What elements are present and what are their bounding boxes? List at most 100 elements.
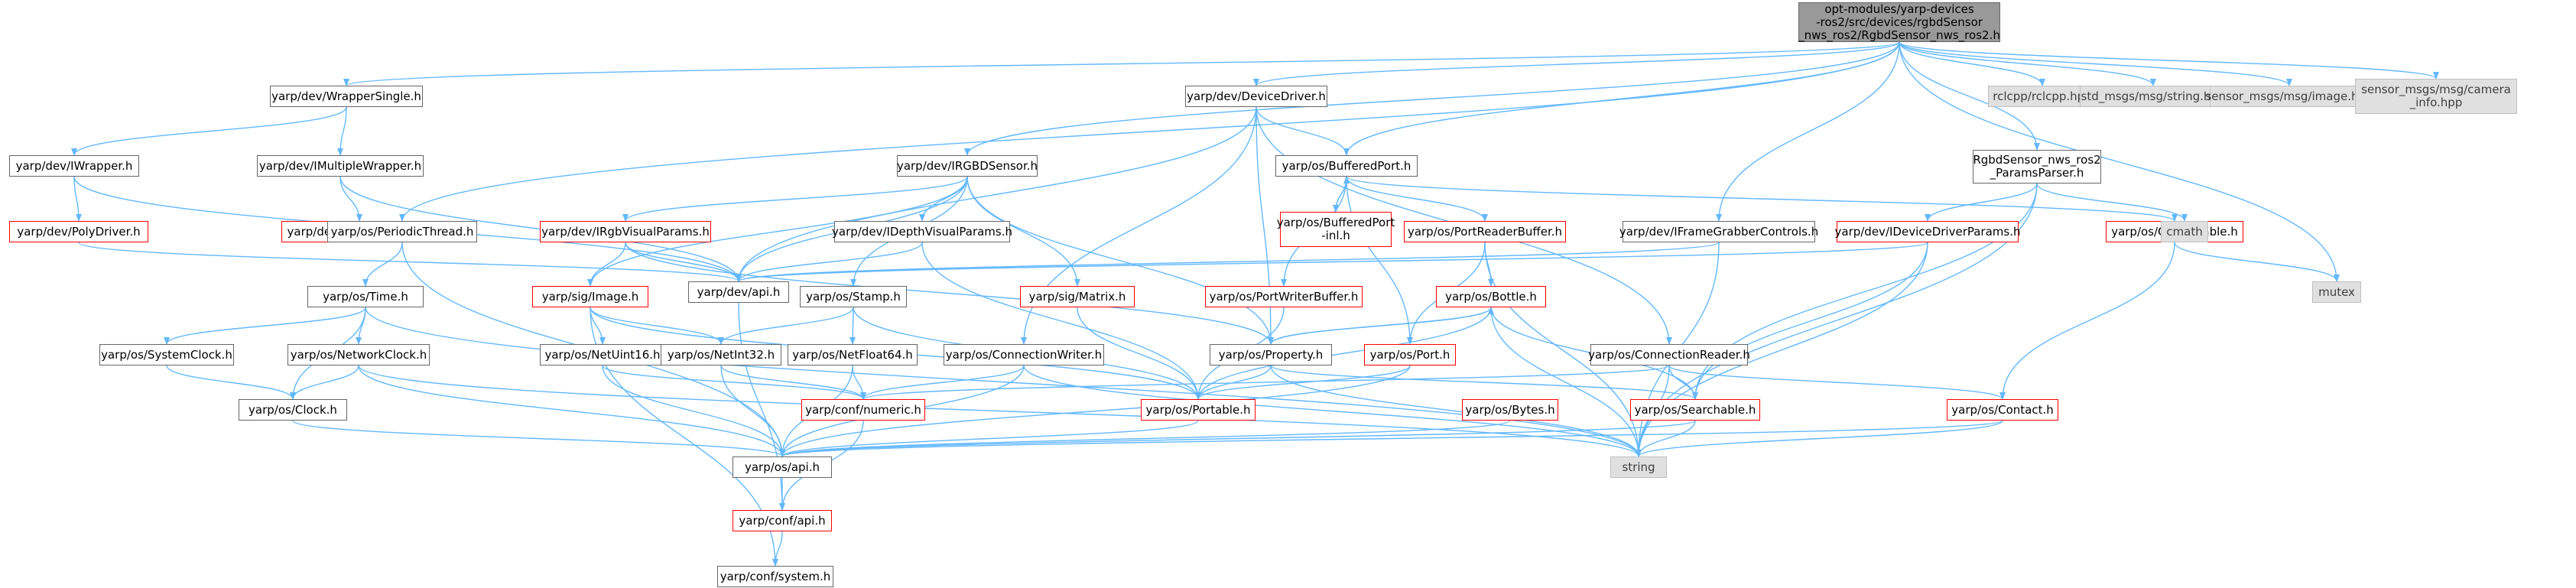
edge-irgbd-to-irgb_visual (622, 176, 968, 222)
edge-port-to-os_api (779, 365, 1411, 457)
edge-irgbd-to-sig_image (587, 176, 968, 287)
node-time[interactable]: yarp/os/Time.h (307, 286, 424, 307)
edge-root-to-wrapper_single (343, 41, 1900, 86)
node-poly-driver[interactable]: yarp/dev/PolyDriver.h (9, 221, 148, 242)
node-stamp[interactable]: yarp/os/Stamp.h (800, 286, 907, 307)
edge-contact-to-string (1636, 420, 2003, 457)
edge-root-to-irgbd (964, 41, 1900, 156)
node-sensor-msgs-image[interactable]: sensor_msgs/msg/image.hpp (2205, 86, 2373, 107)
node-buffered-port[interactable]: yarp/os/BufferedPort.h (1275, 155, 1418, 177)
edge-periodic-to-time (362, 242, 403, 287)
edge-root-to-iframe_grabber (1716, 41, 1900, 222)
node-net-uint16[interactable]: yarp/os/NetUint16.h (540, 344, 665, 365)
edge-root-to-rclcpp (1899, 41, 2045, 86)
edge-stamp-to-netint32 (718, 307, 854, 345)
node-contact[interactable]: yarp/os/Contact.h (1947, 399, 2058, 421)
edge-wrapper_single-to-imultiple (337, 106, 347, 156)
node-net-int32[interactable]: yarp/os/NetInt32.h (661, 344, 781, 365)
node-idevice-driver-params[interactable]: yarp/dev/IDeviceDriverParams.h (1835, 221, 2021, 242)
node-conf-system[interactable]: yarp/conf/system.h (717, 566, 833, 587)
edge-connection_writer-to-string (1023, 365, 1642, 457)
edge-params_parser-to-searchable (1692, 183, 2038, 400)
node-buffered-port-inl[interactable]: yarp/os/BufferedPort -inl.h (1277, 212, 1395, 247)
edge-buffered_inl-to-buffered_port (1335, 176, 1350, 213)
edge-netuint16-to-conf_numeric (602, 365, 866, 400)
edge-device_driver-to-property (1256, 106, 1274, 345)
edge-network_clock-to-string (358, 365, 1642, 457)
node-port-writer-buffer[interactable]: yarp/os/PortWriterBuffer.h (1205, 286, 1363, 307)
node-root-header[interactable]: opt-modules/yarp-devices -ros2/src/devic… (1798, 2, 2000, 42)
node-iwrapper[interactable]: yarp/dev/IWrapper.h (9, 155, 139, 177)
edge-connection_reader-to-conf_numeric (860, 365, 1670, 400)
edge-port-to-portable (1195, 365, 1411, 400)
node-cmath[interactable]: cmath (2161, 221, 2208, 242)
node-clock[interactable]: yarp/os/Clock.h (239, 399, 347, 421)
edge-params_parser-to-cmath (2036, 183, 2188, 222)
edge-root-to-buffered_port (1343, 41, 1900, 156)
node-imultiple-wrapper[interactable]: yarp/dev/IMultipleWrapper.h (257, 155, 424, 177)
node-wrapper-single[interactable]: yarp/dev/WrapperSingle.h (270, 86, 423, 107)
node-params-parser[interactable]: RgbdSensor_nws_ros2 _ParamsParser.h (1973, 150, 2101, 184)
edge-property-to-bottle (1270, 307, 1494, 345)
edge-irgbd-to-property (966, 176, 1274, 345)
edge-connection_reader-to-searchable (1668, 365, 1698, 400)
edge-root-to-sensor_image (1899, 41, 2292, 86)
edge-port_reader_buffer-to-bottle (1484, 242, 1494, 287)
node-bytes[interactable]: yarp/os/Bytes.h (1462, 399, 1558, 421)
node-sensor-msgs-camera-info[interactable]: sensor_msgs/msg/camera _info.hpp (2355, 79, 2517, 114)
node-property[interactable]: yarp/os/Property.h (1210, 344, 1332, 365)
edge-sig_image-to-netint32 (590, 307, 724, 345)
node-sig-image[interactable]: yarp/sig/Image.h (532, 286, 648, 307)
edge-iframe_grabber-to-dev_api (736, 242, 1720, 282)
node-connection-writer[interactable]: yarp/os/ConnectionWriter.h (944, 344, 1104, 365)
edge-network_clock-to-clock (290, 365, 359, 400)
edge-wrapper_single-to-iwrapper (71, 106, 347, 156)
edge-bottle-to-portable (1195, 307, 1492, 400)
node-network-clock[interactable]: yarp/os/NetworkClock.h (287, 344, 430, 365)
node-mutex[interactable]: mutex (2312, 281, 2361, 303)
node-irgb-visual-params[interactable]: yarp/dev/IRgbVisualParams.h (540, 221, 711, 242)
node-rclcpp[interactable]: rclcpp/rclcpp.hpp (1988, 86, 2097, 107)
node-system-clock[interactable]: yarp/os/SystemClock.h (99, 344, 234, 365)
node-dev-api[interactable]: yarp/dev/api.h (688, 281, 789, 303)
edge-time-to-string (365, 307, 1642, 457)
edge-searchable-to-os_api (779, 420, 1696, 457)
edge-portable-to-os_api (779, 420, 1199, 457)
node-os-api[interactable]: yarp/os/api.h (733, 456, 832, 478)
node-port-reader-buffer[interactable]: yarp/os/PortReaderBuffer.h (1404, 221, 1566, 242)
edge-imultiple-to-dev_api (339, 176, 742, 282)
edge-bottle-to-string (1490, 307, 1642, 457)
node-conf-numeric[interactable]: yarp/conf/numeric.h (801, 399, 925, 421)
edge-irgb_visual-to-dev_api (625, 242, 742, 282)
edge-network_clock-to-os_api (358, 365, 785, 457)
node-portable[interactable]: yarp/os/Portable.h (1141, 399, 1256, 421)
node-connection-reader[interactable]: yarp/os/ConnectionReader.h (1588, 344, 1750, 365)
node-std-msgs-string[interactable]: std_msgs/msg/string.hpp (2080, 86, 2227, 107)
node-idepth-visual-params[interactable]: yarp/dev/IDepthVisualParams.h (832, 221, 1012, 242)
edge-connection_writer-to-conf_numeric (860, 365, 1025, 400)
node-device-driver[interactable]: yarp/dev/DeviceDriver.h (1185, 86, 1327, 107)
node-port[interactable]: yarp/os/Port.h (1364, 344, 1456, 365)
node-net-float64[interactable]: yarp/os/NetFloat64.h (788, 344, 918, 365)
edge-system_clock-to-clock (166, 365, 296, 400)
edge-root-to-sensor_camera (1899, 41, 2439, 80)
node-sig-matrix[interactable]: yarp/sig/Matrix.h (1020, 286, 1135, 307)
node-conf-api[interactable]: yarp/conf/api.h (733, 510, 832, 531)
node-string[interactable]: string (1610, 456, 1667, 478)
node-periodic-thread[interactable]: yarp/os/PeriodicThread.h (327, 221, 477, 242)
edge-clock-to-os_api (292, 420, 785, 457)
edge-idepth_visual-to-portable (921, 242, 1201, 400)
edge-buffered_port-to-contactable (1346, 176, 2178, 222)
edge-connection_reader-to-contact (1668, 365, 2006, 400)
edge-root-to-device_driver (1253, 41, 1900, 86)
node-bottle[interactable]: yarp/os/Bottle.h (1436, 286, 1546, 307)
edge-root-to-params_parser (1899, 41, 2040, 151)
node-searchable[interactable]: yarp/os/Searchable.h (1630, 399, 1760, 421)
node-iframe-grabber-controls[interactable]: yarp/dev/IFrameGrabberControls.h (1619, 221, 1818, 242)
edge-params_parser-to-idevice_params (1925, 183, 2038, 222)
edge-contact-to-os_api (779, 420, 2003, 457)
edge-bytes-to-os_api (779, 420, 1511, 457)
edge-property-to-searchable (1270, 365, 1698, 400)
node-irgbd-sensor[interactable]: yarp/dev/IRGBDSensor.h (897, 155, 1038, 177)
edge-irgb_visual-to-sig_image (587, 242, 626, 287)
